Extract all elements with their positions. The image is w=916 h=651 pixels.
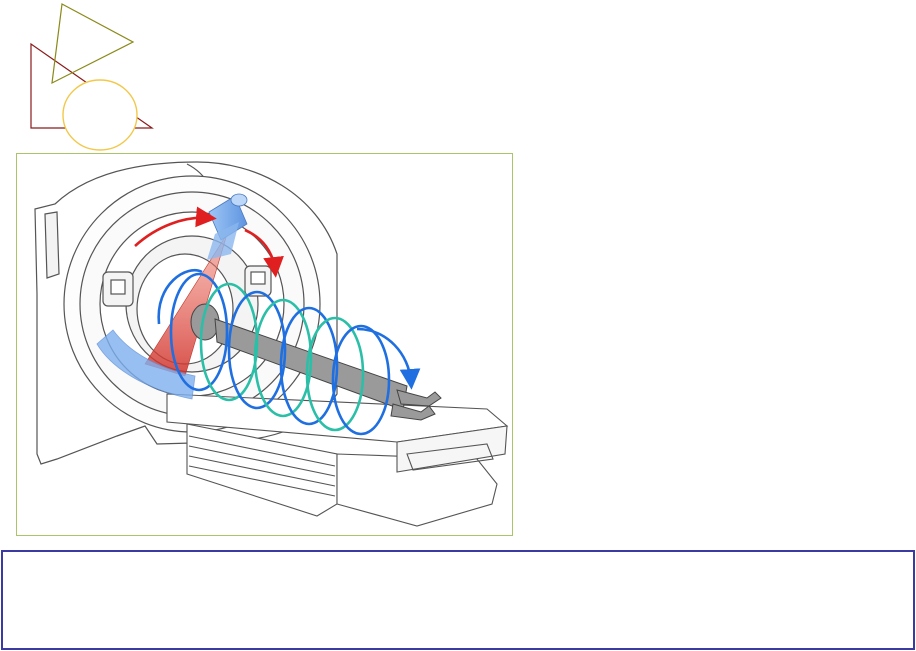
caption-box — [1, 550, 915, 650]
patient-table-base — [186, 423, 498, 527]
logo-circle-icon — [62, 79, 138, 151]
helical-scan-path — [157, 269, 421, 436]
rotation-arrows — [134, 206, 284, 278]
ct-scanner-illustration — [16, 153, 513, 536]
logo-yellow-triangle-icon — [51, 3, 135, 85]
detector-arc — [96, 329, 196, 400]
logo — [30, 3, 154, 151]
gantry-handles — [102, 265, 272, 307]
xray-tube — [207, 193, 248, 260]
